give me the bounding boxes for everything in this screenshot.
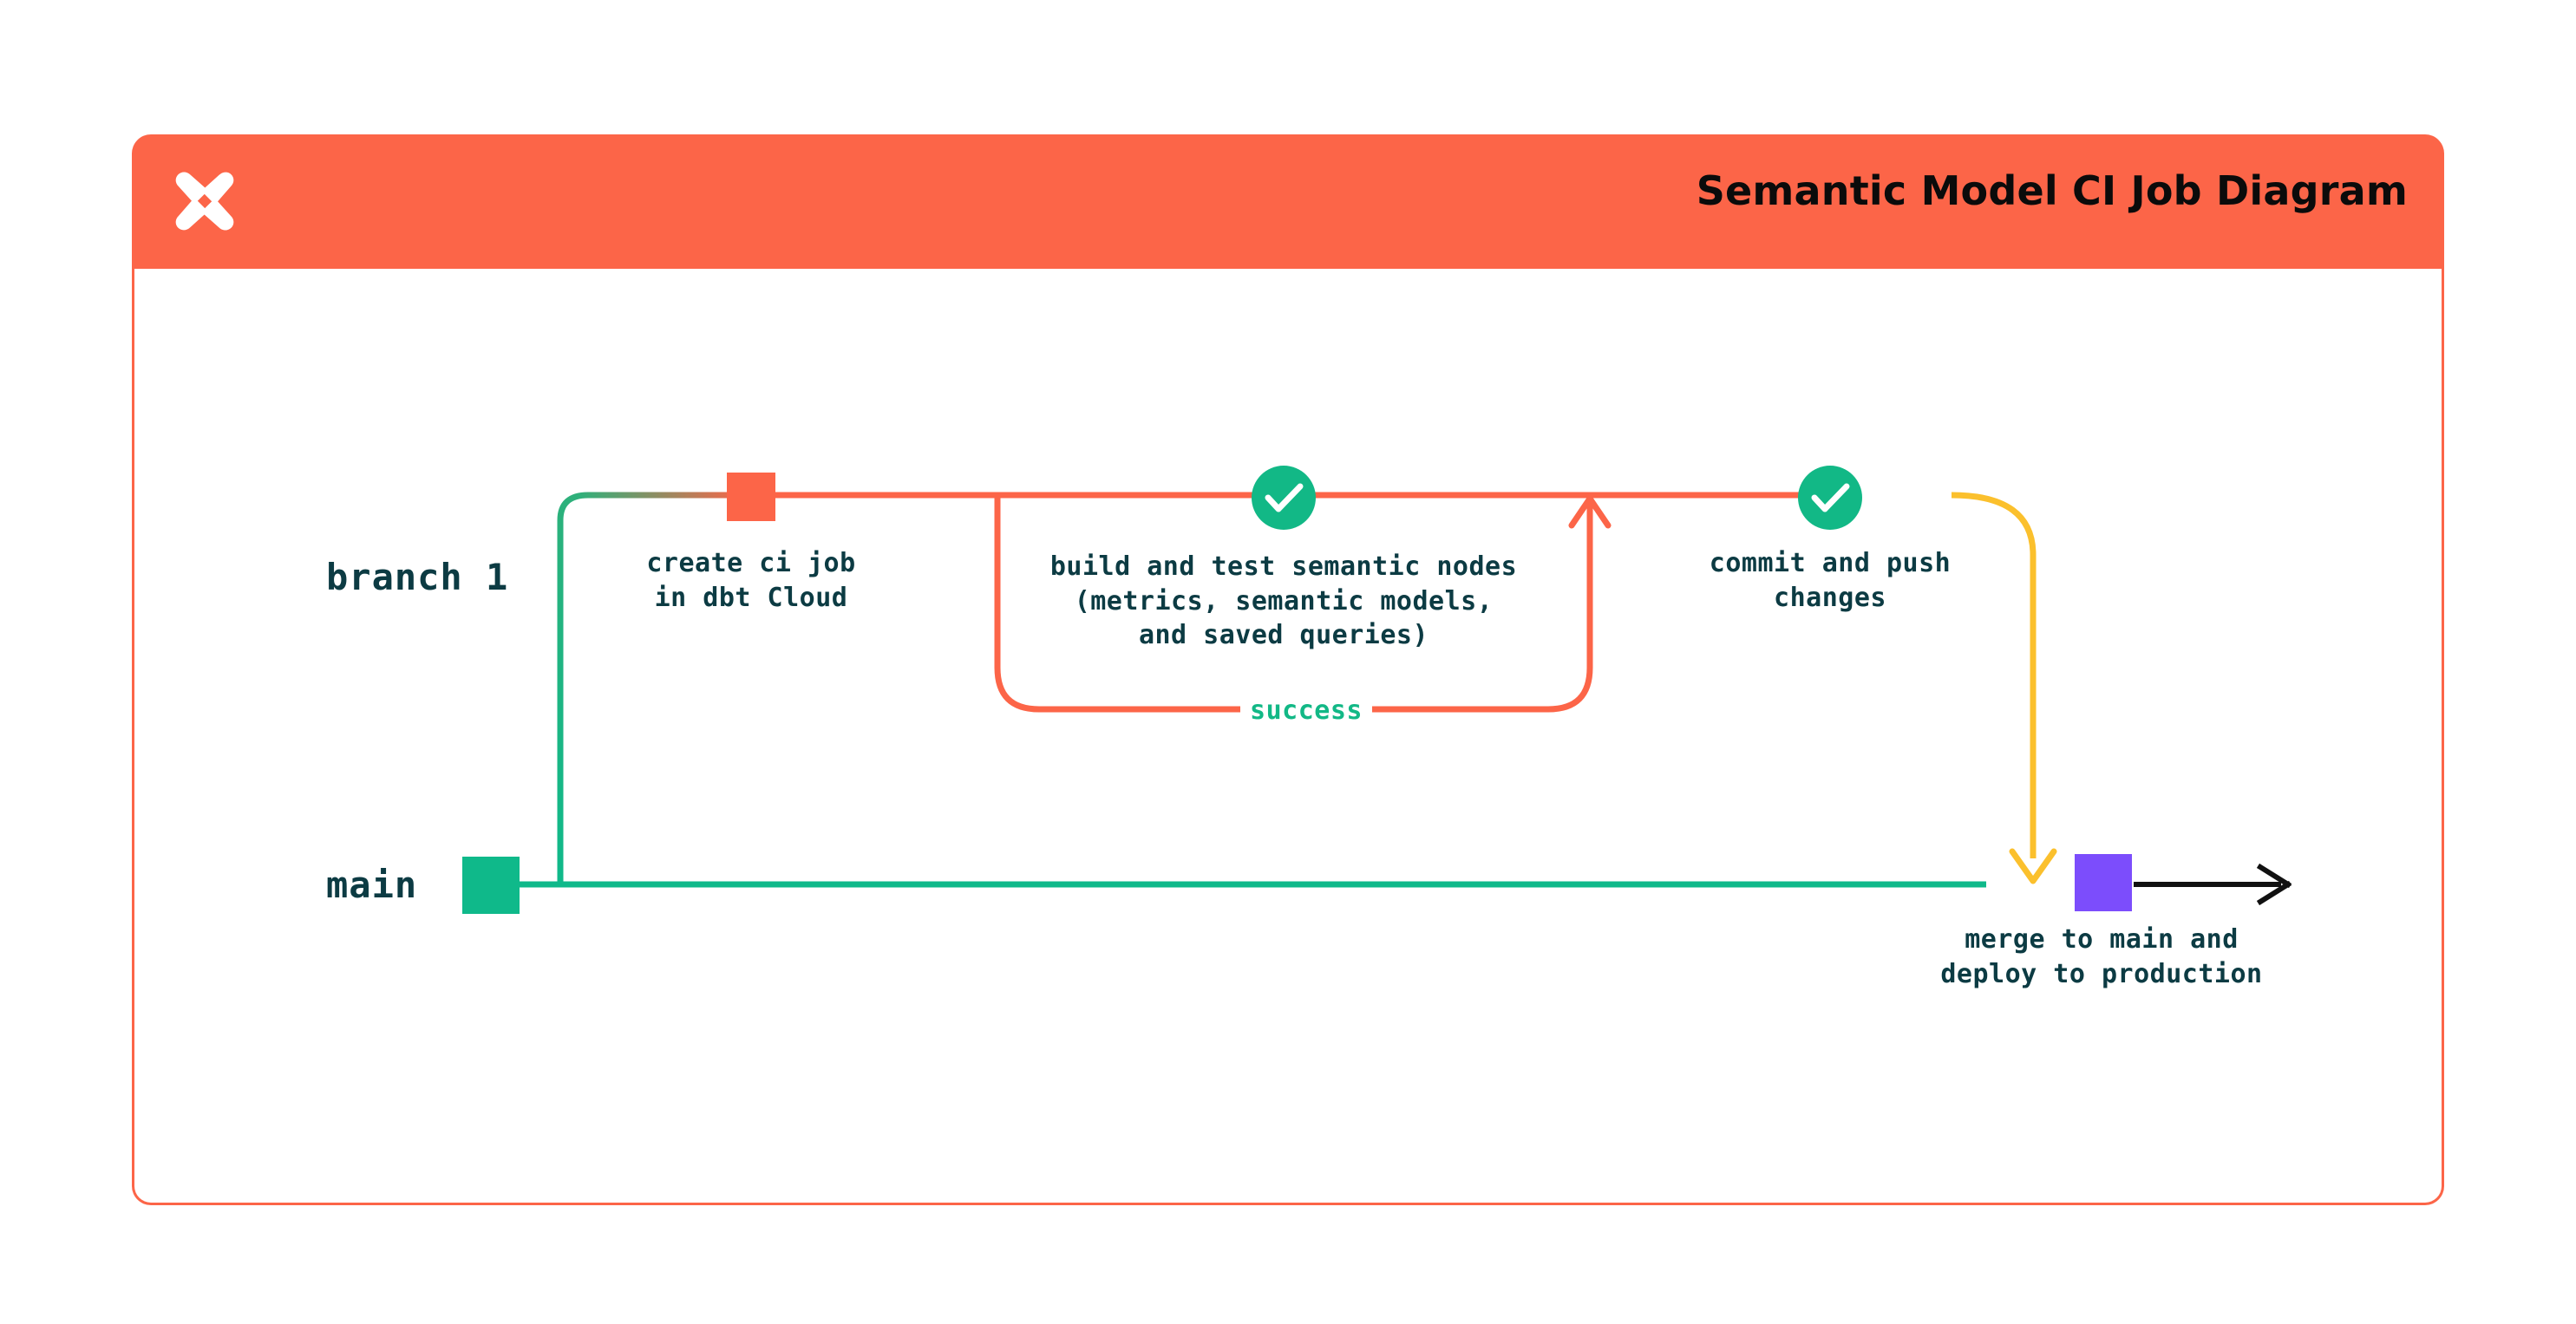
lane-label-branch-1: branch 1 [326,556,509,598]
diagram-card: Semantic Model CI Job Diagram [132,134,2444,1205]
card-body [132,269,2444,1205]
node-label-create-ci-job: create ci job in dbt Cloud [646,548,856,613]
page-title: Semantic Model CI Job Diagram [1696,167,2408,214]
lane-label-main: main [326,864,418,906]
edge-label-success: success [1250,695,1363,726]
card-header: Semantic Model CI Job Diagram [132,134,2444,269]
node-label-merge-to-main: merge to main and deploy to production [1940,924,2263,989]
node-label-commit-and-push: commit and push changes [1709,548,1952,613]
dbt-logo-icon [175,172,234,231]
node-label-build-and-test: build and test semantic nodes (metrics, … [1049,551,1518,651]
